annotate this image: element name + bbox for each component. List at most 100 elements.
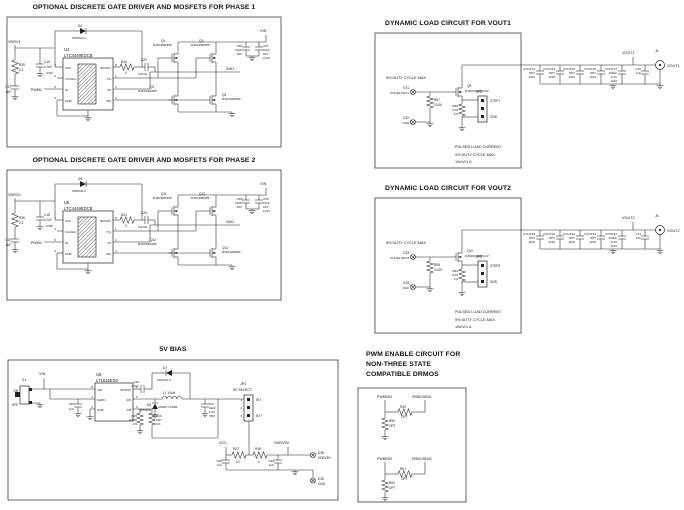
schematic-label: RJK0330DPB xyxy=(222,250,241,254)
block-title-load1: DYNAMIC LOAD CIRCUIT FOR VOUT1 xyxy=(384,20,512,27)
schematic-label: 4.99K xyxy=(129,418,137,422)
schematic-label: GND xyxy=(490,115,498,119)
schematic-label: 8 xyxy=(91,385,93,389)
turret xyxy=(310,477,316,484)
schematic-label: R36 xyxy=(19,216,25,220)
schematic-label: OPT xyxy=(389,486,396,490)
ic-hatch xyxy=(77,216,97,258)
schematic-label: STEP2 xyxy=(490,264,500,268)
schematic-label: Q3 xyxy=(199,39,203,43)
schematic-label: DRMOSEN1 xyxy=(412,395,432,399)
schematic-label: 1210 xyxy=(548,240,555,244)
schematic-label: VCC xyxy=(65,219,72,223)
schematic-label: GND xyxy=(65,99,73,103)
schematic-label: CMDSH-3 xyxy=(72,36,86,40)
schematic-label: 1% xyxy=(133,422,138,426)
resistor xyxy=(10,212,20,228)
schematic-label: Q9 xyxy=(467,84,471,88)
resistor xyxy=(397,469,413,479)
mosfet xyxy=(458,90,461,94)
schematic-label: GND xyxy=(318,482,326,486)
schematic-label: VOUT1 xyxy=(622,51,635,55)
schematic-label: 1210 xyxy=(610,79,617,83)
resistor xyxy=(425,260,435,274)
schematic-label: 1uF xyxy=(6,90,12,94)
schematic-label: VOUT2 xyxy=(667,229,680,233)
resistor xyxy=(252,450,268,460)
schematic-label: 10.0K xyxy=(434,268,443,272)
schematic-label: 8 xyxy=(115,63,117,67)
schematic-label: RJK0301DPB-GP xyxy=(465,254,489,258)
schematic-label: OPT xyxy=(569,71,575,75)
schematic-label: 6 xyxy=(54,74,56,78)
schematic-label: 1210 xyxy=(610,244,617,248)
schematic-label: E33 xyxy=(403,251,409,255)
schematic-label: R60 xyxy=(452,269,458,273)
mosfet xyxy=(174,251,177,255)
schematic-label: GND xyxy=(402,121,410,125)
resistor xyxy=(397,407,413,417)
schematic-label: LTC4449EDCB xyxy=(64,53,93,58)
schematic-label: SW2 xyxy=(226,220,234,224)
schematic-label: 4.7uF xyxy=(44,65,52,69)
schematic-label: GND xyxy=(490,280,498,284)
schematic-label: LT1616ES6 xyxy=(96,378,118,383)
schematic-label: COUT13 xyxy=(523,67,535,71)
schematic-label: C19 xyxy=(5,238,11,242)
schematic-label: C17 xyxy=(5,85,11,89)
schematic-label: 3 xyxy=(115,96,117,100)
schematic-label: 5% DUTY CYCLE MAX. xyxy=(455,318,496,322)
schematic-label: R44 xyxy=(121,60,127,64)
schematic-label: GND xyxy=(46,71,54,75)
component-box xyxy=(19,385,30,405)
schematic-label: OPT xyxy=(549,236,555,240)
schematic-label: C20 xyxy=(141,58,147,62)
schematic-label: IN xyxy=(65,88,68,92)
schematic-label: VLOGIC xyxy=(65,77,77,81)
schematic-label: 5 xyxy=(54,238,56,242)
resistor xyxy=(425,95,435,109)
schematic-label: 1210 xyxy=(528,75,535,79)
schematic-label: COUT20 xyxy=(563,232,575,236)
schematic-label: FB xyxy=(127,408,131,412)
schematic-label: 10uF xyxy=(263,201,270,205)
schematic-label: JP4 xyxy=(240,382,246,386)
diode xyxy=(80,28,86,34)
schematic-label: RJK0330DPB xyxy=(138,242,157,246)
schematic-label: 1 xyxy=(136,385,138,389)
schematic-label: VIN xyxy=(260,29,267,33)
resistor xyxy=(147,412,157,426)
schematic-label: PWMEN1 xyxy=(377,395,392,399)
mosfet xyxy=(212,251,215,255)
schematic-label: C56 xyxy=(236,44,242,48)
mosfet xyxy=(212,98,215,102)
schematic-label: 100uF xyxy=(608,236,617,240)
turret xyxy=(411,120,415,124)
schematic-label: 2 xyxy=(115,85,117,89)
schematic-label: RJK0305DPB xyxy=(153,43,172,47)
jumper-pin xyxy=(481,107,484,110)
schematic-label: 2 xyxy=(91,405,93,409)
schematic-label: CMDSH-3 xyxy=(157,378,171,382)
schematic-label: 1210 xyxy=(263,209,270,213)
schematic-label: J5 xyxy=(655,214,659,218)
schematic-label: CMDSH-3 xyxy=(72,189,86,193)
schematic-label: R50 xyxy=(389,419,395,423)
resistor xyxy=(135,412,145,426)
turret xyxy=(411,285,415,289)
schematic-label: Q4 xyxy=(222,93,226,97)
schematic-label: COUT17 xyxy=(605,67,617,71)
block-title-phase1: OPTIONAL DISCRETE GATE DRIVER AND MOSFET… xyxy=(32,4,256,11)
resistor xyxy=(380,479,390,493)
schematic-label: 6.3V xyxy=(611,75,617,79)
schematic-label: B0540W xyxy=(139,408,151,412)
schematic-label: 2.2 xyxy=(19,68,24,72)
schematic-label: C26 xyxy=(133,380,139,384)
schematic-label: PULSED LOAD CURRENT xyxy=(455,310,502,314)
schematic-label: RJK0305DPB xyxy=(191,43,210,47)
schematic-label: 6.3V xyxy=(611,240,617,244)
block-title-load2: DYNAMIC LOAD CIRCUIT FOR VOUT2 xyxy=(384,185,512,192)
schematic-label: A918CY-100M xyxy=(158,405,178,409)
component-box xyxy=(6,169,282,301)
